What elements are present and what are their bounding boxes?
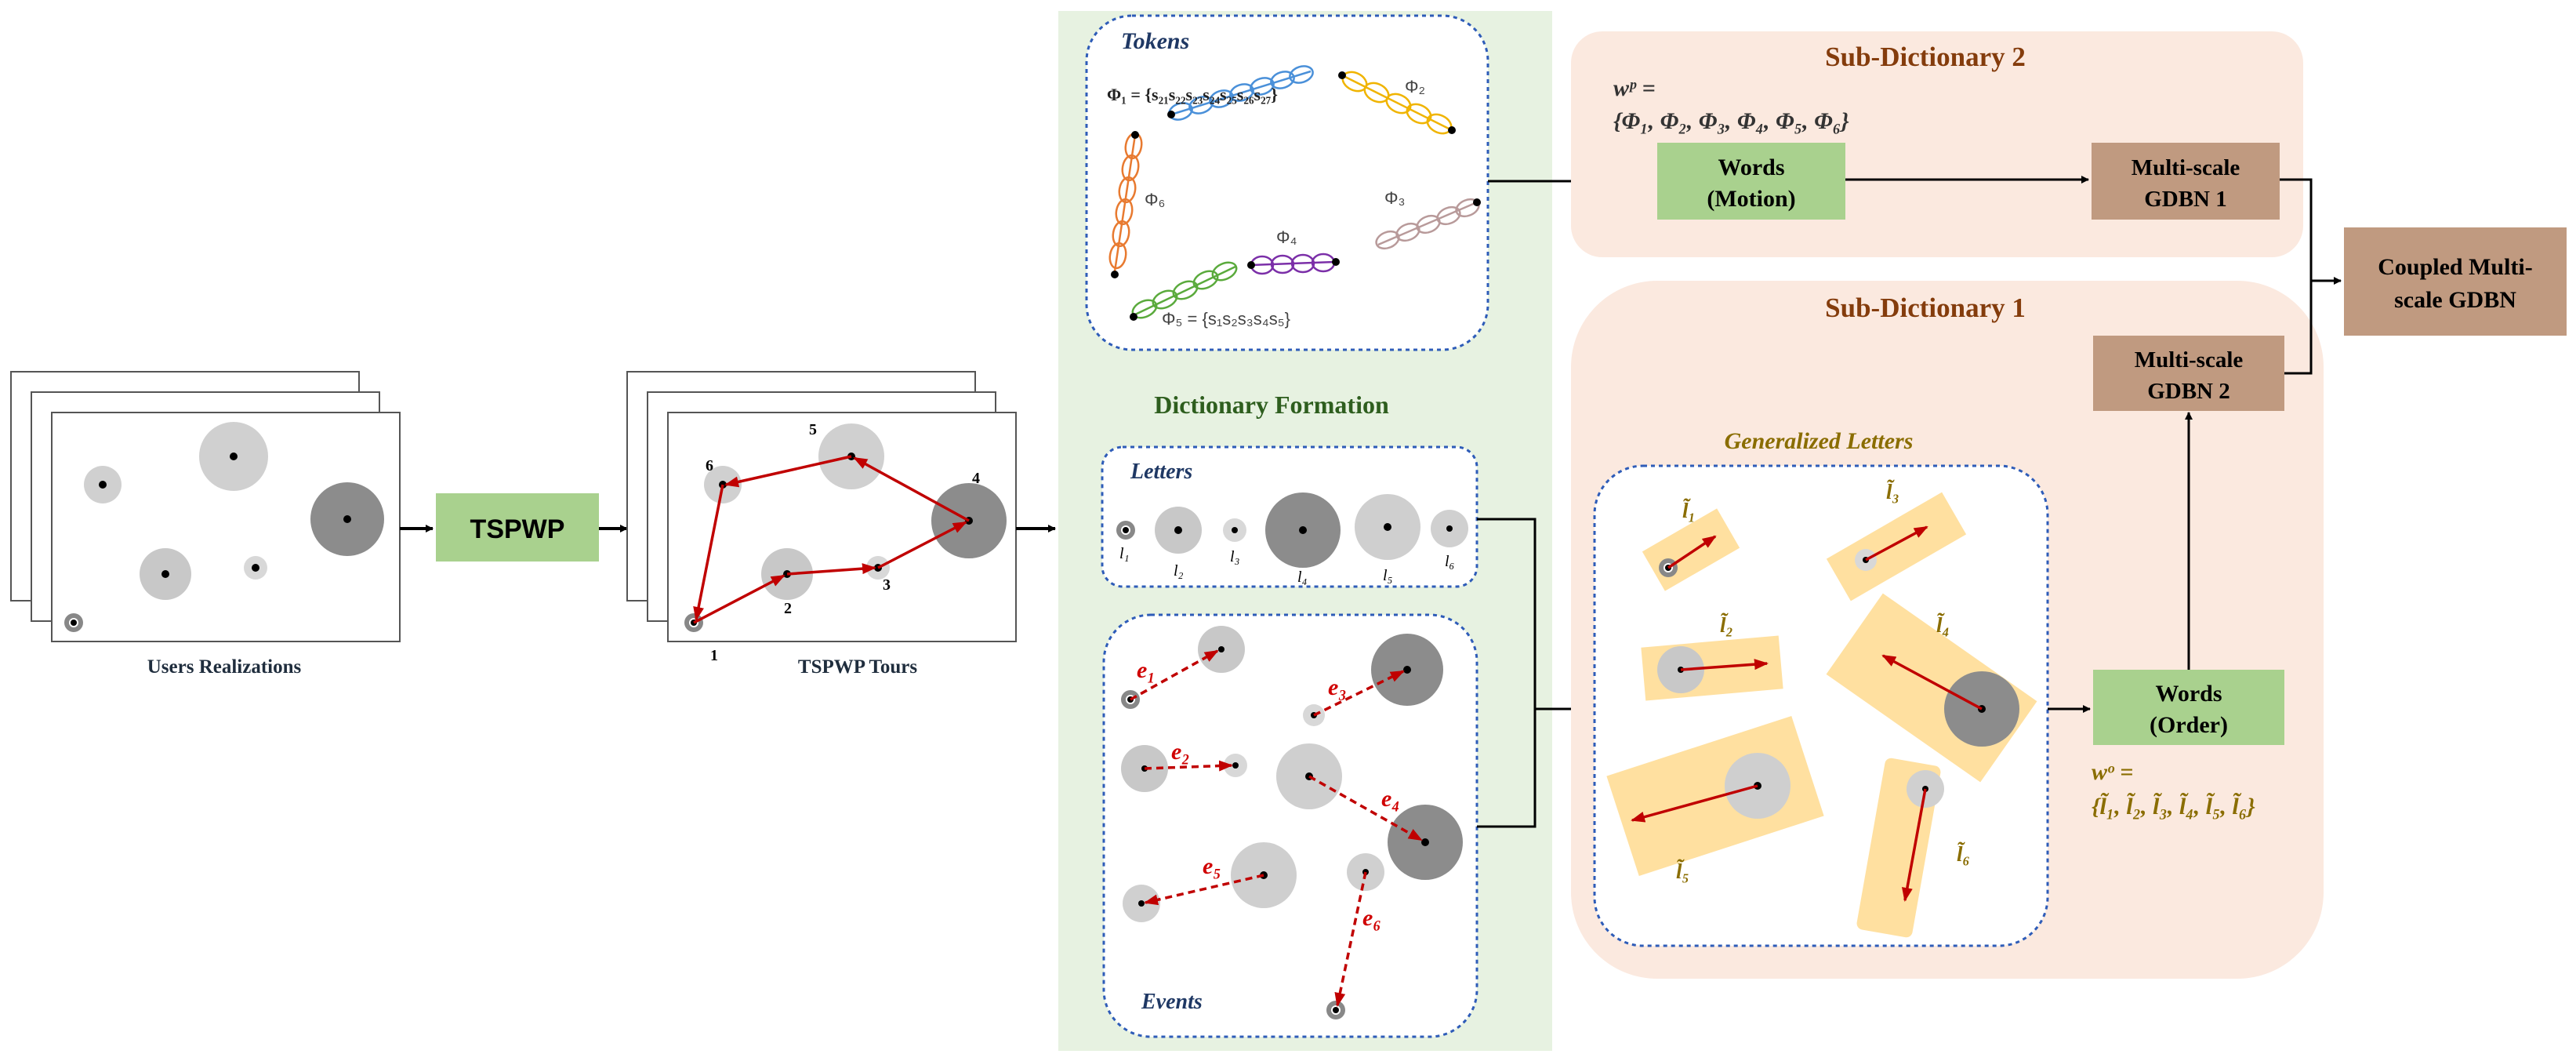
sub-dictionary-1-title: Sub-Dictionary 1	[1825, 293, 2026, 323]
token-phi5-label: Φ₅ = {s₁s₂s₃s₄s₅}	[1162, 309, 1290, 329]
letter-label: l₂	[1174, 562, 1184, 580]
sub-dictionary-2-title: Sub-Dictionary 2	[1825, 42, 2026, 72]
event-label: e₄	[1381, 786, 1400, 812]
gdbn-1-line1: Multi-scale	[2132, 155, 2240, 180]
tour-number: 3	[883, 576, 891, 594]
generalized-letter-arrows	[1631, 525, 1983, 902]
gdbn-2-line2: GDBN 2	[2147, 379, 2230, 404]
letter-label: l₃	[1230, 548, 1240, 565]
tspwp-label: TSPWP	[470, 514, 565, 544]
tour-number: 5	[809, 421, 817, 438]
generalized-letter-label: l̃₁	[1682, 498, 1696, 522]
events-box	[1102, 613, 1478, 1038]
event-label: e₅	[1203, 853, 1221, 879]
tspwp-tours-stack	[626, 371, 1017, 642]
wo-equation-rhs: {l̃₁, l̃₂, l̃₃, l̃₄, l̃₅, l̃₆}	[2092, 792, 2255, 820]
generalized-letters-title: Generalized Letters	[1725, 428, 1914, 454]
event-arrows	[1130, 649, 1423, 1007]
token-chains	[1108, 65, 1480, 319]
users-realizations-stack	[10, 371, 401, 642]
events-title: Events	[1141, 990, 1203, 1014]
letter-label: l₄	[1297, 569, 1308, 586]
gdbn-2-line1: Multi-scale	[2135, 347, 2244, 373]
generalized-letter-label: l̃₅	[1676, 859, 1689, 883]
token-phi3-label: Φ₃	[1384, 188, 1406, 208]
coupled-connectors	[2280, 178, 2342, 375]
gdbn-1-box	[2092, 143, 2280, 220]
event-label: e₆	[1362, 905, 1381, 931]
tspwp-box	[436, 493, 599, 562]
generalized-letter-label: l̃₆	[1957, 841, 1970, 866]
gdbn-2-box	[2093, 336, 2284, 411]
words-order-line2: (Order)	[2150, 712, 2228, 738]
words-motion-line2: (Motion)	[1707, 186, 1795, 212]
token-phi6-label: Φ₆	[1145, 190, 1165, 209]
wo-equation-lhs: wᵒ =	[2092, 759, 2133, 785]
generalized-letter-label: l̃₄	[1936, 612, 1950, 637]
coupled-gdbn-line1: Coupled Multi-	[2378, 254, 2533, 280]
token-phi1-label: Φ₁ = {s₂₁s₂₂s₂₃s₂₄s₂₅s₂₆s₂₇}	[1107, 85, 1278, 104]
generalized-letter-label: l̃₂	[1720, 612, 1733, 637]
wp-equation-rhs: {Φ₁, Φ₂, Φ₃, Φ₄, Φ₅, Φ₆}	[1613, 108, 1849, 134]
wp-equation-lhs: wᵖ =	[1613, 75, 1656, 101]
gdbn-1-line2: GDBN 1	[2144, 187, 2227, 212]
event-label: e₂	[1171, 739, 1190, 765]
dictionary-formation-title: Dictionary Formation	[1154, 391, 1389, 419]
words-order-line1: Words	[2155, 681, 2222, 707]
letters-title: Letters	[1130, 460, 1192, 484]
event-label: e₃	[1328, 674, 1347, 700]
words-order-box	[2093, 670, 2284, 745]
letter-label: l₅	[1383, 567, 1393, 584]
coupled-gdbn-line2: scale GDBN	[2394, 287, 2516, 313]
event-label: e₁	[1137, 657, 1156, 683]
tour-number: 4	[972, 470, 980, 487]
letter-label: l₁	[1119, 545, 1130, 562]
users-realizations-caption: Users Realizations	[147, 656, 302, 678]
coupled-gdbn-box	[2344, 227, 2567, 336]
words-motion-box	[1657, 143, 1845, 220]
tokens-title: Tokens	[1121, 28, 1189, 54]
letter-circles	[1116, 492, 1468, 568]
words-motion-line1: Words	[1718, 154, 1784, 180]
generalized-letter-label: l̃₃	[1886, 479, 1899, 503]
token-phi2-label: Φ₂	[1405, 77, 1425, 96]
tour-number: 2	[784, 600, 792, 617]
tour-number: 1	[710, 647, 718, 664]
letter-label: l₆	[1445, 553, 1455, 570]
tour-number: 6	[706, 457, 713, 474]
tspwp-tours-caption: TSPWP Tours	[798, 656, 917, 678]
token-phi4-label: Φ₄	[1276, 227, 1297, 247]
